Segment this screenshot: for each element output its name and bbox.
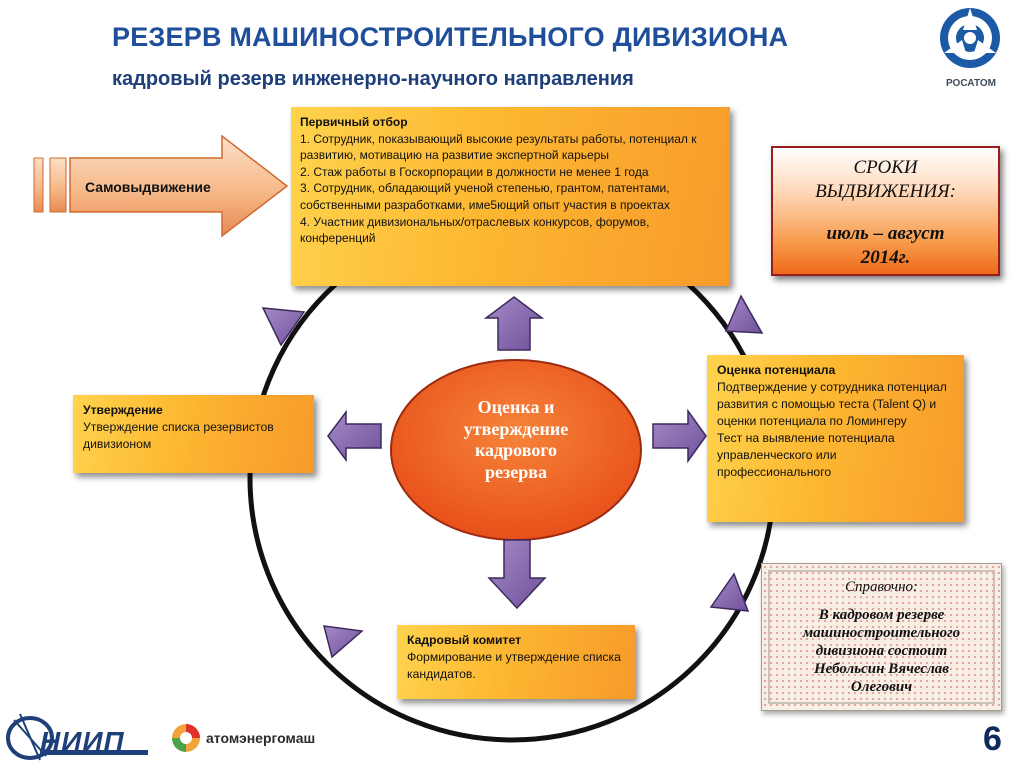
- center-label: Оценка и утверждение кадрового резерва: [420, 397, 612, 483]
- center-label-line: резерва: [485, 461, 547, 482]
- deadlines-box: СРОКИ ВЫДВИЖЕНИЯ: июль – август 2014г.: [771, 146, 1000, 276]
- arrow-up: [483, 296, 545, 351]
- committee-heading: Кадровый комитет: [407, 633, 522, 647]
- niip-logo-text: НИИП: [40, 726, 125, 757]
- approval-heading: Утверждение: [83, 403, 163, 417]
- reference-label: Справочно:: [844, 579, 919, 595]
- deadlines-line: 2014г.: [860, 247, 911, 268]
- page-title: РЕЗЕРВ МАШИНОСТРОИТЕЛЬНОГО ДИВИЗИОНА: [112, 22, 789, 52]
- reference-line: машиностроительного: [802, 625, 961, 641]
- cycle-arrowhead-top-right: [724, 294, 764, 334]
- cycle-arrowhead-bottom-left: [322, 625, 364, 659]
- page-number: 6: [983, 720, 1002, 758]
- reference-inner: Справочно: В кадровом резерве машиностро…: [768, 570, 995, 704]
- deadlines-line: ВЫДВИЖЕНИЯ:: [815, 181, 956, 202]
- self-nomination-label: Самовыдвижение: [85, 179, 211, 195]
- center-label-line: кадрового: [474, 440, 558, 460]
- primary-selection-item: 4. Участник дивизиональных/отраслевых ко…: [300, 214, 650, 246]
- page-subtitle: кадровый резерв инженерно-научного напра…: [112, 68, 634, 90]
- committee-box: Кадровый комитет Формирование и утвержде…: [397, 625, 635, 699]
- primary-selection-item: 2. Стаж работы в Госкорпорации в должнос…: [300, 164, 649, 179]
- selfnom-stripe-1: [33, 157, 44, 213]
- potential-heading: Оценка потенциала: [717, 363, 836, 377]
- deadlines-line: июль – август: [826, 223, 945, 244]
- atomenergomash-logo: [172, 724, 200, 752]
- rosatom-logo: [940, 8, 1000, 68]
- atomenergomash-logo-text: атомэнергомаш: [206, 730, 316, 746]
- potential-assessment-box: Оценка потенциала Подтверждение у сотруд…: [707, 355, 964, 522]
- primary-selection-heading: Первичный отбор: [300, 115, 408, 129]
- center-label-line: утверждение: [463, 418, 569, 439]
- selfnom-arrow: [69, 134, 289, 238]
- primary-selection-item: 3. Сотрудник, обладающий ученой степенью…: [300, 181, 670, 212]
- cycle-arrowhead-bottom-right: [709, 572, 750, 612]
- niip-logo: [6, 713, 148, 761]
- deadlines-line: СРОКИ: [853, 157, 918, 178]
- approval-box: Утверждение Утверждение списка резервист…: [73, 395, 314, 473]
- selfnom-stripe-2: [49, 157, 67, 213]
- arrow-down: [487, 539, 547, 610]
- arrow-left: [327, 409, 382, 463]
- center-label-line: Оценка и: [477, 397, 555, 417]
- reference-line: дивизиона состоит: [815, 643, 948, 659]
- reference-line: Небольсин Вячеслав: [814, 661, 949, 677]
- arrow-right: [652, 408, 707, 464]
- reference-line: В кадровом резерве: [818, 607, 945, 623]
- primary-selection-box: Первичный отбор 1. Сотрудник, показывающ…: [291, 107, 730, 286]
- reference-line: Олегович: [850, 679, 913, 695]
- committee-text: Формирование и утверждение списка кандид…: [407, 650, 621, 681]
- rosatom-logo-text: РОСАТОМ: [946, 78, 996, 89]
- potential-text: Тест на выявление потенциала управленчес…: [717, 431, 895, 479]
- approval-text: Утверждение списка резервистов дивизионо…: [83, 420, 274, 451]
- reference-box: Справочно: В кадровом резерве машиностро…: [761, 563, 1002, 711]
- primary-selection-item: 1. Сотрудник, показывающий высокие резул…: [300, 131, 697, 163]
- potential-text: Подтверждение у сотрудника потенциал раз…: [717, 380, 947, 428]
- cycle-arrowhead-top-left: [261, 307, 306, 347]
